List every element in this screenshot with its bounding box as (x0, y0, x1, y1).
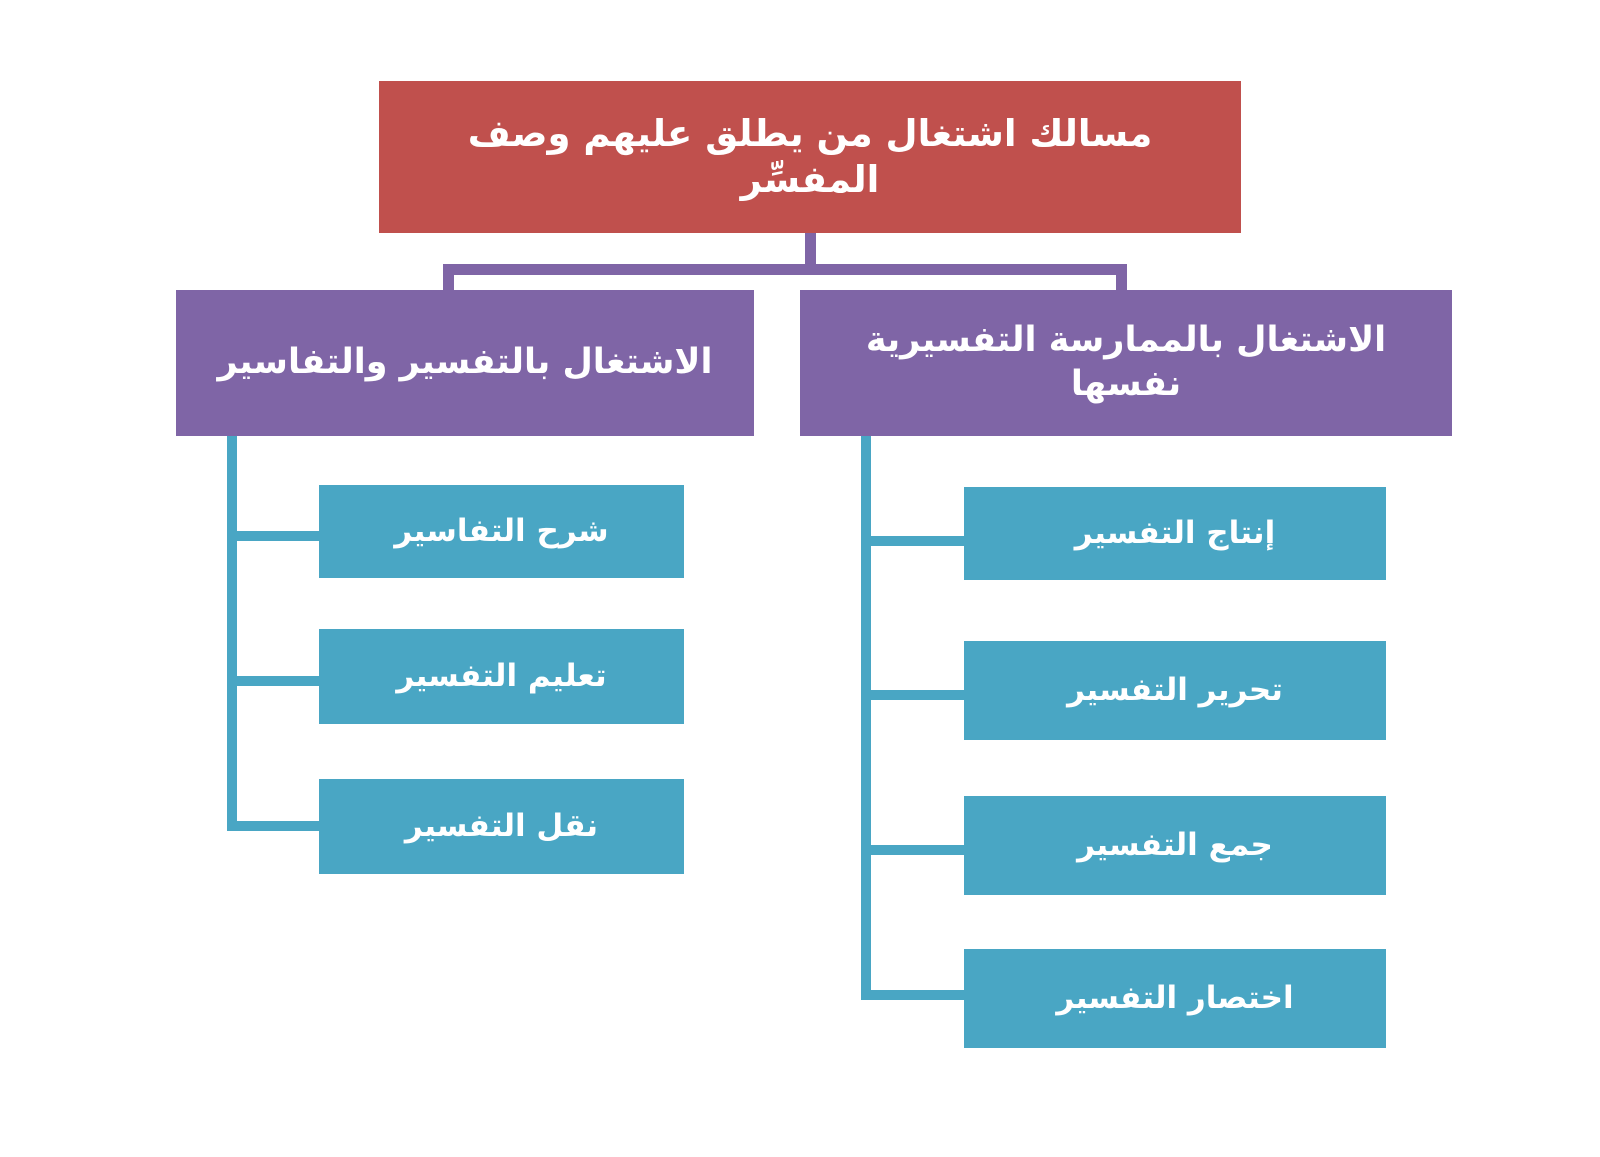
leaf-node-production[interactable]: إنتاج التفسير (964, 487, 1386, 580)
branch-node-tafsir-works-label: الاشتغال بالتفسير والتفاسير (217, 342, 713, 383)
right-branch-line-4 (861, 990, 964, 1000)
left-branch-line-2 (227, 676, 319, 686)
leaf-node-editing-label: تحرير التفسير (1067, 672, 1283, 709)
leaf-node-teaching-label: تعليم التفسير (396, 658, 607, 695)
leaf-node-teaching[interactable]: تعليم التفسير (319, 629, 684, 724)
root-node-label: مسالك اشتغال من يطلق عليهم وصف المفسِّر (467, 111, 1153, 201)
right-spine (861, 435, 871, 1000)
right-branch-line-3 (861, 845, 964, 855)
leaf-node-collecting-label: جمع التفسير (1077, 827, 1273, 864)
leaf-node-explaining[interactable]: شرح التفاسير (319, 485, 684, 578)
root-stem-vertical (805, 232, 816, 270)
leaf-node-explaining-label: شرح التفاسير (394, 513, 609, 550)
left-branch-line-1 (227, 531, 319, 541)
leaf-node-transmitting[interactable]: نقل التفسير (319, 779, 684, 874)
leaf-node-editing[interactable]: تحرير التفسير (964, 641, 1386, 740)
leaf-node-collecting[interactable]: جمع التفسير (964, 796, 1386, 895)
right-branch-line-2 (861, 690, 964, 700)
right-branch-connector-group (861, 435, 964, 1000)
left-spine (227, 435, 237, 831)
branch-node-practice-label: الاشتغال بالممارسة التفسيرية نفسها (865, 320, 1387, 404)
leaf-node-transmitting-label: نقل التفسير (404, 808, 599, 845)
leaf-node-production-label: إنتاج التفسير (1074, 515, 1276, 552)
leaf-node-abridging-label: اختصار التفسير (1056, 980, 1294, 1017)
root-connector-group (443, 232, 1127, 294)
leaf-node-abridging[interactable]: اختصار التفسير (964, 949, 1386, 1048)
left-branch-line-3 (227, 821, 319, 831)
left-branch-connector-group (227, 435, 319, 831)
right-branch-line-1 (861, 536, 964, 546)
branch-node-tafsir-works[interactable]: الاشتغال بالتفسير والتفاسير (176, 290, 754, 436)
root-node[interactable]: مسالك اشتغال من يطلق عليهم وصف المفسِّر (379, 81, 1241, 233)
branch-node-practice[interactable]: الاشتغال بالممارسة التفسيرية نفسها (800, 290, 1452, 436)
root-horizontal-bar (443, 264, 1127, 275)
